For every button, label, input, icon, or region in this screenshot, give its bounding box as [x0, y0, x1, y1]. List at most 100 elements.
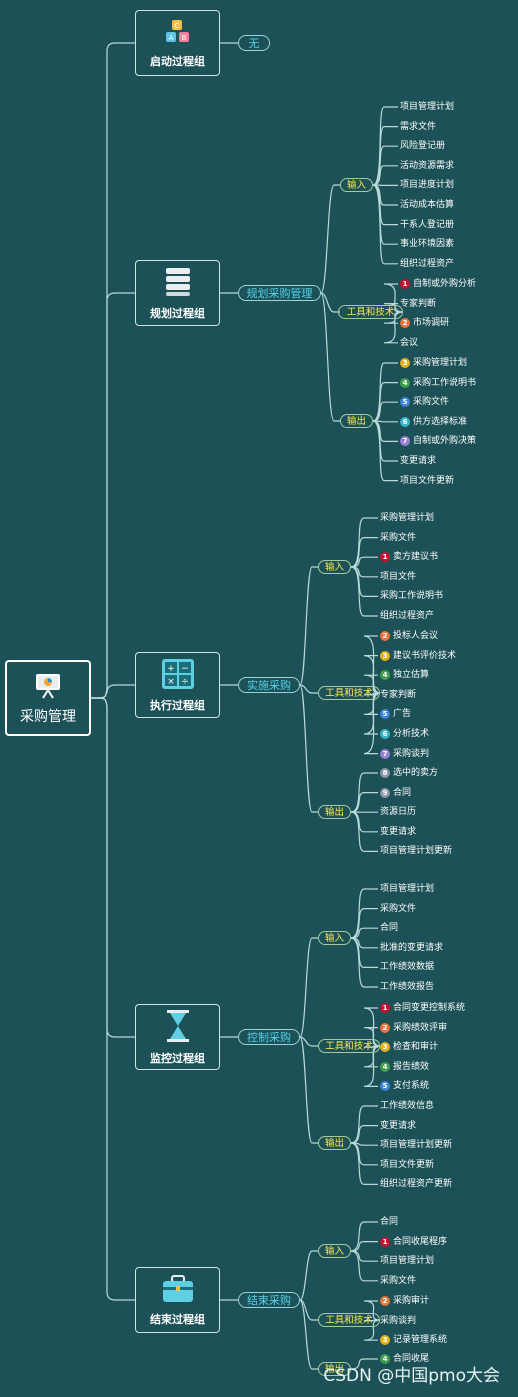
leaf-text: 报告绩效 — [393, 1061, 430, 1072]
category-tools[interactable]: 工具和技术 — [318, 1313, 380, 1327]
leaf-item: 项目文件 — [380, 571, 416, 583]
priority-marker-icon: 6 — [380, 729, 390, 739]
category-inputs[interactable]: 输入 — [340, 178, 373, 192]
leaf-item: 会议 — [400, 337, 418, 349]
process-group-5[interactable]: 结束过程组 — [135, 1267, 220, 1333]
leaf-text: 项目管理计划更新 — [380, 846, 453, 857]
process-pill-2[interactable]: 规划采购管理 — [238, 285, 321, 301]
process-pill-4[interactable]: 控制采购 — [238, 1029, 300, 1045]
leaf-item: 批准的变更请求 — [380, 942, 443, 954]
leaf-item: 风险登记册 — [400, 140, 445, 152]
leaf-item: 变更请求 — [380, 1120, 416, 1132]
process-group-label: 监控过程组 — [150, 1051, 205, 1065]
leaf-text: 卖方建议书 — [393, 552, 439, 563]
svg-text:−: − — [181, 664, 189, 674]
process-pill-5[interactable]: 结束采购 — [238, 1292, 300, 1308]
leaf-text: 记录管理系统 — [393, 1335, 448, 1346]
priority-marker-icon: 2 — [400, 318, 410, 329]
leaf-text: 检查和审计 — [393, 1042, 439, 1053]
leaf-item: 组织过程资产 — [380, 610, 434, 622]
leaf-item: 工作绩效数据 — [380, 961, 434, 973]
category-inputs[interactable]: 输入 — [318, 931, 351, 945]
root-node[interactable]: 采购管理 — [5, 660, 91, 736]
leaf-text: 采购工作说明书 — [380, 591, 444, 602]
process-group-3[interactable]: +−×÷执行过程组 — [135, 652, 220, 718]
category-outputs[interactable]: 输出 — [318, 1136, 351, 1150]
leaf-text: 变更请求 — [380, 1120, 417, 1131]
process-group-2[interactable]: 规划过程组 — [135, 260, 220, 326]
leaf-item: 变更请求 — [380, 826, 416, 838]
process-pill-1[interactable]: 无 — [238, 35, 270, 51]
leaf-text: 项目管理计划更新 — [380, 1140, 453, 1151]
priority-marker-icon: 1 — [400, 279, 410, 289]
presentation-board-icon — [36, 674, 60, 699]
priority-marker-icon: 3 — [380, 1042, 390, 1053]
leaf-item: 工作绩效信息 — [380, 1100, 434, 1112]
category-outputs[interactable]: 输出 — [340, 414, 373, 428]
leaf-text: 项目管理计划 — [400, 102, 455, 112]
priority-marker-icon: 6 — [400, 416, 410, 427]
process-group-4[interactable]: 监控过程组 — [135, 1004, 220, 1070]
leaf-text: 分析技术 — [393, 729, 430, 739]
leaf-text: 变更请求 — [380, 826, 417, 837]
leaf-item: 干系人登记册 — [400, 219, 454, 231]
priority-marker-icon: 4 — [380, 1354, 390, 1364]
leaf-text: 采购谈判 — [380, 1315, 417, 1326]
leaf-text: 项目文件 — [380, 571, 417, 582]
leaf-text: 投标人会议 — [393, 631, 439, 641]
leaf-text: 合同变更控制系统 — [393, 1003, 466, 1013]
leaf-text: 自制或外购决策 — [413, 436, 477, 447]
leaf-text: 会议 — [400, 337, 419, 348]
leaf-text: 干系人登记册 — [400, 219, 455, 230]
leaf-text: 广告 — [393, 709, 412, 720]
svg-text:+: + — [167, 664, 175, 674]
process-group-label: 启动过程组 — [150, 54, 205, 68]
priority-marker-icon: 7 — [380, 748, 390, 759]
stacked-books-icon — [163, 266, 193, 302]
process-group-label: 规划过程组 — [150, 306, 205, 320]
priority-marker-icon: 3 — [380, 650, 390, 661]
category-outputs[interactable]: 输出 — [318, 805, 351, 819]
category-inputs[interactable]: 输入 — [318, 560, 351, 574]
leaf-text: 采购绩效评审 — [393, 1022, 448, 1033]
leaf-item: 活动成本估算 — [400, 199, 454, 211]
leaf-item: 事业环境因素 — [400, 238, 454, 250]
category-tools[interactable]: 工具和技术 — [318, 1039, 380, 1053]
leaf-text: 采购审计 — [393, 1296, 430, 1306]
leaf-text: 合同 — [380, 1217, 399, 1227]
category-tools[interactable]: 工具和技术 — [318, 686, 380, 700]
leaf-text: 活动资源需求 — [400, 160, 455, 171]
leaf-item: 活动资源需求 — [400, 160, 454, 172]
leaf-item: 组织过程资产 — [400, 258, 454, 270]
leaf-text: 专家判断 — [400, 298, 437, 309]
process-pill-3[interactable]: 实施采购 — [238, 677, 300, 693]
leaf-text: 独立估算 — [393, 670, 430, 681]
leaf-item: 专家判断 — [380, 689, 416, 701]
leaf-item: 项目管理计划 — [380, 883, 434, 895]
priority-marker-icon: 8 — [380, 768, 390, 778]
leaf-text: 需求文件 — [400, 121, 437, 132]
svg-text:C: C — [174, 22, 179, 30]
priority-marker-icon: 2 — [380, 1296, 390, 1306]
category-tools[interactable]: 工具和技术 — [338, 305, 403, 319]
hourglass-icon — [165, 1009, 191, 1047]
category-inputs[interactable]: 输入 — [318, 1244, 351, 1258]
leaf-item: 采购文件 — [380, 1275, 416, 1287]
category-outputs[interactable]: 输出 — [318, 1362, 351, 1376]
leaf-text: 采购谈判 — [393, 748, 430, 759]
leaf-item: 采购谈判 — [380, 1315, 416, 1327]
